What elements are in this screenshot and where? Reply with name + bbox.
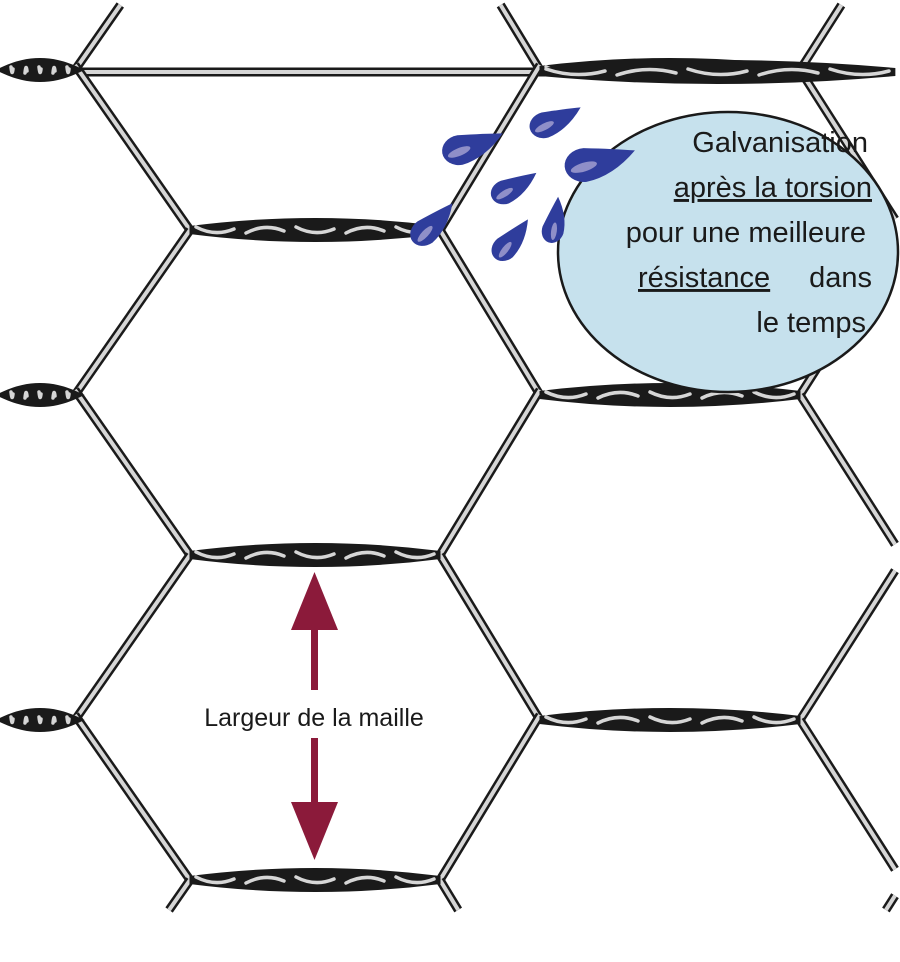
wire-segment: [436, 712, 544, 883]
wire-segment: [71, 2, 124, 73]
wire-segment: [436, 227, 544, 398]
water-drop-icon: [442, 133, 503, 166]
wire-segment: [796, 717, 899, 872]
callout-ellipse: [556, 110, 900, 394]
wire-segment: [165, 877, 194, 913]
water-drop-icon: [564, 148, 635, 182]
callout-line-4a: résistance: [638, 262, 770, 294]
wire-mesh: [0, 2, 899, 913]
arrow-head-up: [291, 572, 338, 630]
wire-twist: [539, 708, 801, 732]
water-drop-icon: [410, 203, 453, 246]
water-drop-icon: [491, 219, 528, 262]
wire-segment: [796, 2, 846, 73]
water-drop-icon: [541, 196, 565, 243]
wire-twist: [0, 58, 85, 82]
callout-line-3: pour une meilleure: [626, 217, 866, 249]
callout-line-2: après la torsion: [674, 172, 872, 204]
wire-segment: [436, 552, 544, 723]
wire-segment: [71, 387, 194, 558]
callout-line-4b: dans: [809, 262, 872, 294]
callout-bubble: Galvanisation après la torsion pour une …: [556, 110, 900, 394]
wire-segment: [71, 227, 194, 398]
wire-segment: [436, 877, 463, 913]
wire-twist: [189, 868, 441, 892]
wire-twist: [0, 383, 85, 407]
arrow-shaft-up: [311, 620, 318, 690]
callout-line-1: Galvanisation: [692, 127, 868, 159]
wire-twist: [0, 708, 85, 732]
wire-segment: [71, 552, 194, 723]
callout-line-5: le temps: [756, 307, 866, 339]
wire-segment: [796, 568, 899, 723]
water-drops: [410, 107, 635, 262]
wire-segment: [436, 387, 544, 558]
wire-twist: [189, 543, 441, 567]
water-drop-icon: [529, 107, 581, 139]
wire-segment: [882, 893, 899, 913]
wire-segment: [796, 392, 899, 547]
wire-segment: [71, 62, 194, 233]
arrow-shaft-down: [311, 738, 318, 808]
arrow-head-down: [291, 802, 338, 860]
mesh-width-measure: Largeur de la maille: [204, 572, 424, 860]
wire-segment: [71, 712, 194, 883]
wire-twist: [189, 218, 441, 242]
mesh-width-label: Largeur de la maille: [204, 704, 424, 732]
water-drop-icon: [490, 172, 537, 205]
wire-twist: [539, 60, 896, 84]
wire-segment: [496, 2, 544, 73]
